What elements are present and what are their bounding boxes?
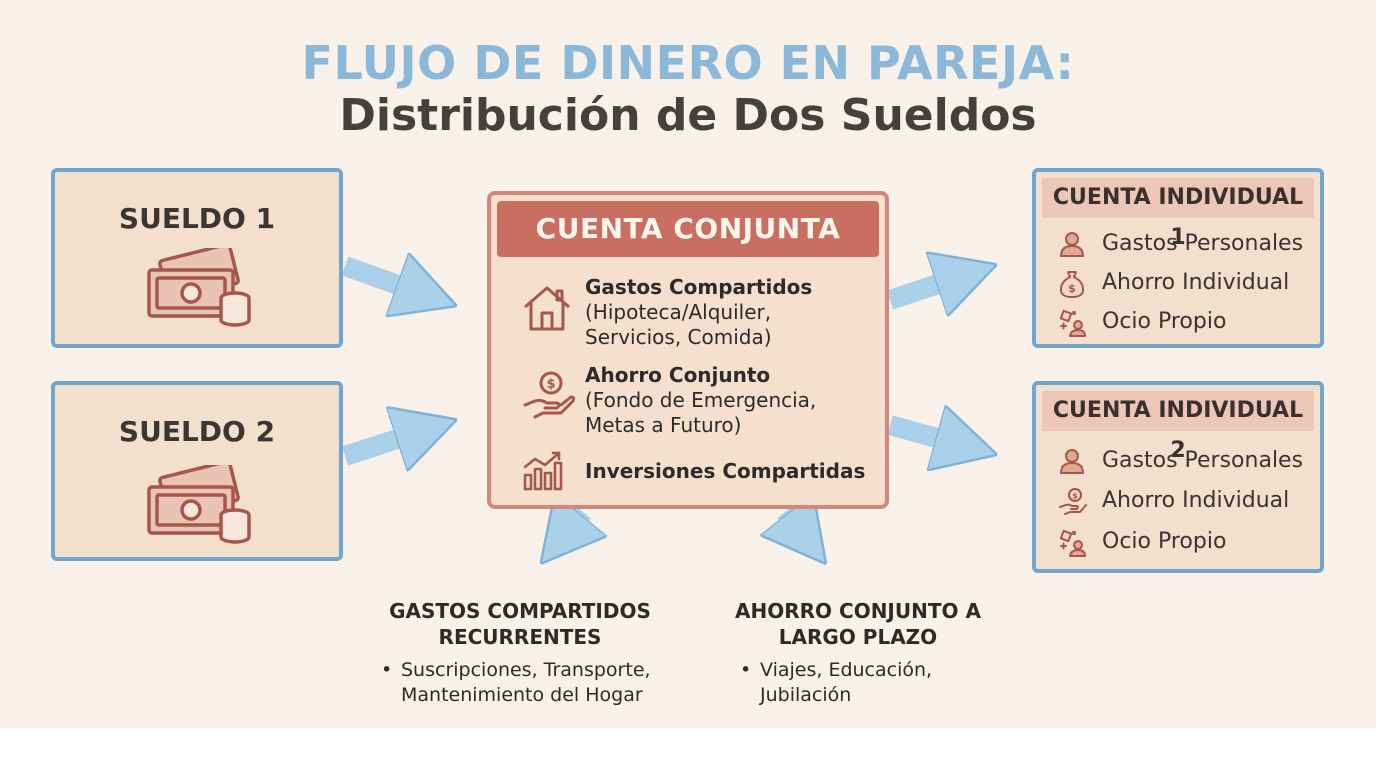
svg-text:$: $ bbox=[546, 377, 555, 392]
joint-item-shared-expenses: Gastos Compartidos (Hipoteca/Alquiler, S… bbox=[521, 275, 875, 355]
title-line-2: Distribución de Dos Sueldos bbox=[339, 90, 1037, 141]
money-bag-icon: $ bbox=[1059, 271, 1085, 298]
money-icon bbox=[147, 465, 251, 544]
shared-expenses-detail-1: (Hipoteca/Alquiler, bbox=[585, 300, 772, 324]
joint-item-joint-savings: $ Ahorro Conjunto (Fondo de Emergencia, … bbox=[521, 363, 875, 443]
joint-savings-detail-2: Metas a Futuro) bbox=[585, 413, 742, 437]
individual-account-1-title: CUENTA INDIVIDUAL 1 bbox=[1042, 178, 1314, 250]
individual-2-personal-expenses: Gastos Personales bbox=[1058, 445, 1310, 479]
long-term-joint-savings-line-1: Viajes, Educación, bbox=[760, 659, 933, 681]
person-icon bbox=[1059, 232, 1085, 257]
long-term-joint-savings-title: AHORRO CONJUNTO A LARGO PLAZO bbox=[708, 598, 1008, 650]
leisure-icon bbox=[1059, 309, 1086, 337]
shared-investments-title: Inversiones Compartidas bbox=[585, 459, 866, 483]
individual-2-leisure: Ocio Propio bbox=[1058, 526, 1310, 560]
shared-recurring-expenses-title: GASTOS COMPARTIDOS RECURRENTES bbox=[370, 598, 670, 650]
bullet: • bbox=[740, 659, 752, 681]
leisure-label: Ocio Propio bbox=[1102, 529, 1227, 554]
arrow-sueldo1-to-joint bbox=[341, 266, 440, 300]
individual-savings-label: Ahorro Individual bbox=[1102, 488, 1290, 513]
shared-expenses-title: Gastos Compartidos bbox=[585, 275, 813, 299]
arrow-joint-to-long-term-savings bbox=[785, 512, 815, 550]
leisure-label: Ocio Propio bbox=[1102, 309, 1227, 334]
individual-2-individual-savings: $ Ahorro Individual bbox=[1058, 485, 1310, 519]
long-term-joint-savings-title-line-2: LARGO PLAZO bbox=[778, 625, 938, 649]
sueldo-2-box: SUELDO 2 bbox=[51, 381, 343, 561]
sueldo-2-label: SUELDO 2 bbox=[118, 415, 276, 448]
individual-savings-label: Ahorro Individual bbox=[1102, 270, 1290, 295]
bullet: • bbox=[381, 659, 393, 681]
long-term-joint-savings-title-line-1: AHORRO CONJUNTO A bbox=[735, 599, 981, 623]
savings-hand-icon: $ bbox=[1059, 488, 1087, 515]
personal-expenses-label: Gastos Personales bbox=[1102, 448, 1304, 473]
joint-item-shared-investments: Inversiones Compartidas bbox=[521, 449, 875, 495]
person-icon bbox=[1059, 449, 1085, 474]
arrow-sueldo2-to-joint bbox=[341, 425, 440, 456]
shared-recurring-expenses-title-line-2: RECURRENTES bbox=[438, 625, 602, 649]
joint-account-box: CUENTA CONJUNTA Gastos Compartidos (Hipo… bbox=[487, 191, 889, 509]
house-icon bbox=[524, 286, 570, 331]
individual-1-individual-savings: $ Ahorro Individual bbox=[1058, 267, 1310, 301]
sueldo-1-label: SUELDO 1 bbox=[118, 202, 276, 235]
savings-hand-icon: $ bbox=[523, 371, 576, 419]
joint-savings-detail-1: (Fondo de Emergencia, bbox=[585, 388, 817, 412]
long-term-joint-savings-details: • Viajes, Educación, Jubilación bbox=[740, 658, 933, 708]
money-icon bbox=[147, 248, 251, 327]
shared-expenses-detail-2: Servicios, Comida) bbox=[585, 325, 772, 349]
individual-1-leisure: Ocio Propio bbox=[1058, 306, 1310, 340]
title-line-1: FLUJO DE DINERO EN PAREJA: bbox=[301, 36, 1075, 90]
arrow-joint-to-individual2 bbox=[887, 425, 980, 450]
shared-recurring-expenses-title-line-1: GASTOS COMPARTIDOS bbox=[389, 599, 651, 623]
arrow-joint-to-shared-expenses bbox=[552, 512, 583, 550]
svg-text:$: $ bbox=[1072, 492, 1078, 501]
long-term-joint-savings-line-2: Jubilación bbox=[760, 684, 852, 706]
diagram-canvas: FLUJO DE DINERO EN PAREJA: Distribución … bbox=[0, 0, 1376, 728]
individual-account-2-box: CUENTA INDIVIDUAL 2 Gastos Personales $ … bbox=[1032, 381, 1324, 573]
individual-account-1-box: CUENTA INDIVIDUAL 1 Gastos Personales $ … bbox=[1032, 168, 1324, 348]
individual-account-2-title: CUENTA INDIVIDUAL 2 bbox=[1042, 391, 1314, 463]
sueldo-1-box: SUELDO 1 bbox=[51, 168, 343, 348]
arrow-joint-to-individual1 bbox=[886, 270, 980, 300]
shared-recurring-expenses-line-2: Mantenimiento del Hogar bbox=[401, 684, 643, 706]
flow-arrows bbox=[341, 0, 1376, 728]
growth-chart-icon bbox=[523, 451, 563, 491]
personal-expenses-label: Gastos Personales bbox=[1102, 231, 1304, 256]
joint-savings-title: Ahorro Conjunto bbox=[585, 363, 771, 387]
leisure-icon bbox=[1059, 529, 1086, 557]
individual-1-personal-expenses: Gastos Personales bbox=[1058, 228, 1310, 262]
shared-recurring-expenses-line-1: Suscripciones, Transporte, bbox=[401, 659, 651, 681]
joint-account-title: CUENTA CONJUNTA bbox=[497, 201, 879, 257]
svg-text:$: $ bbox=[1068, 282, 1076, 295]
shared-recurring-expenses-details: • Suscripciones, Transporte, Mantenimien… bbox=[381, 658, 651, 708]
